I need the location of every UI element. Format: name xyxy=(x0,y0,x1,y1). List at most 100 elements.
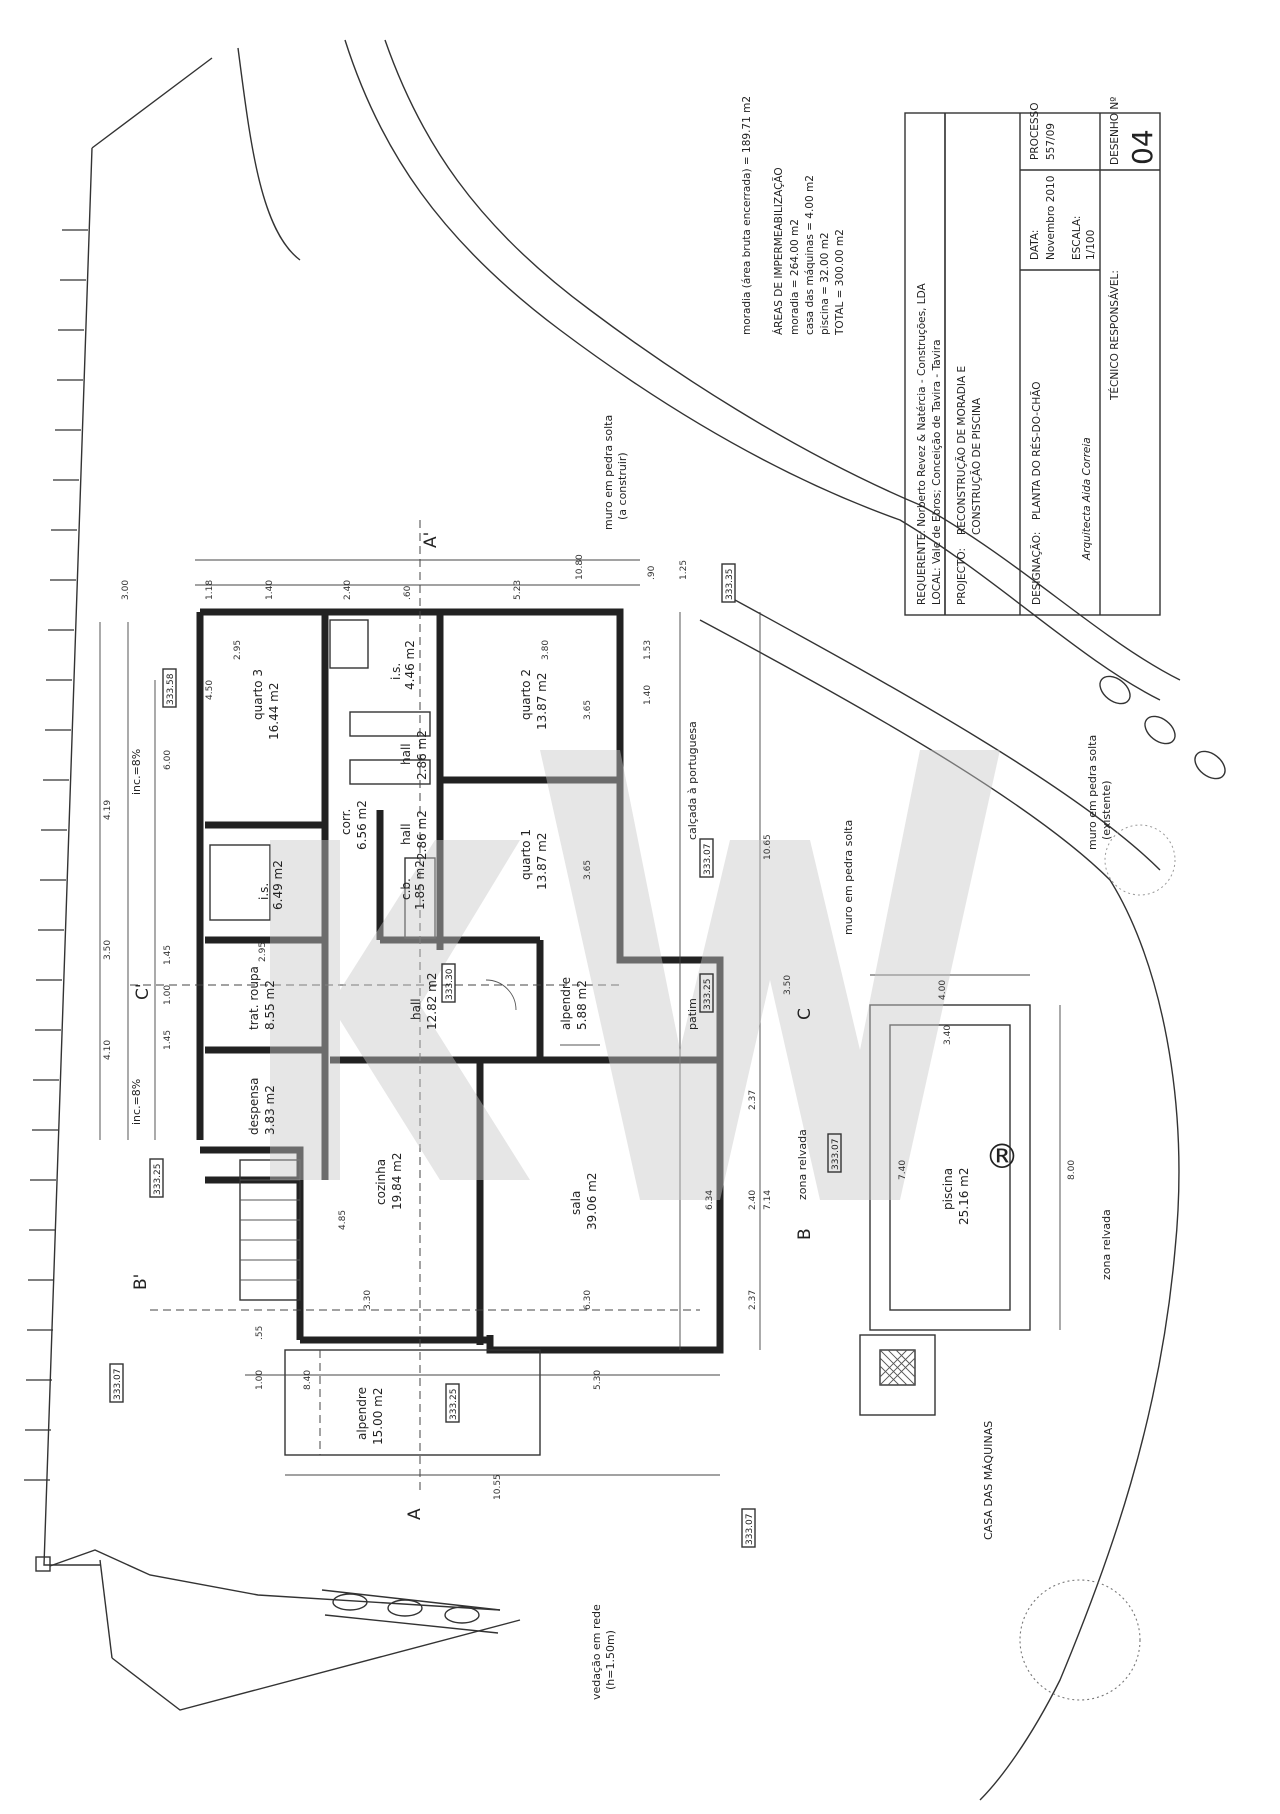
dim-bottom-b: 5.30 xyxy=(593,1370,603,1390)
dim-top-e: 3.00 xyxy=(121,580,131,600)
room-alpendre-side-name: alpendre xyxy=(559,977,573,1030)
level-tag-8: 333.07 xyxy=(113,1369,123,1401)
room-quarto2-name: quarto 2 xyxy=(519,669,533,720)
level-tag-7: 333.25 xyxy=(153,1164,163,1196)
tb-processo-label: PROCESSO xyxy=(1029,103,1041,160)
dim-coz-w: 3.30 xyxy=(363,1290,373,1310)
dim-sala-h: 6.34 xyxy=(705,1190,715,1210)
section-a-prime: A' xyxy=(421,532,441,548)
dim-q1-h: 3.65 xyxy=(583,860,593,880)
room-quarto3-name: quarto 3 xyxy=(251,669,265,720)
section-b-prime: B' xyxy=(131,1274,151,1290)
areas-piscina: piscina = 32.00 m2 xyxy=(819,232,831,335)
dim-right-f: 1.40 xyxy=(643,685,653,705)
room-alpendre-front-name: alpendre xyxy=(355,1387,369,1440)
label-muro-existente-1: muro em pedra solta xyxy=(1086,735,1099,850)
tb-desenho-value: 04 xyxy=(1126,129,1159,165)
dim-right-d: 2.40 xyxy=(748,1190,758,1210)
dim-bottom-total: 10.55 xyxy=(493,1474,503,1500)
dim-left-e: 1.45 xyxy=(163,945,173,965)
dim-bottom-a: 8.40 xyxy=(303,1370,313,1390)
site-text: muro em pedra solta (a construir) muro e… xyxy=(130,415,1113,1700)
site-boundary xyxy=(24,57,521,1711)
room-cozinha-area: 19.84 m2 xyxy=(390,1153,404,1211)
section-c: C xyxy=(795,1008,815,1020)
dim-coz-h: 4.85 xyxy=(338,1210,348,1230)
dim-left-d: 6.00 xyxy=(163,750,173,770)
dim-right-e: 2.37 xyxy=(748,1290,758,1310)
room-piscina-name: piscina xyxy=(941,1168,955,1210)
room-corr-name: corr. xyxy=(339,809,353,835)
trees xyxy=(1019,824,1176,1701)
room-quarto3-area: 16.44 m2 xyxy=(267,683,281,741)
tb-local: LOCAL: Vale de Ebros; Conceição de Tavir… xyxy=(931,339,943,605)
room-hall-main-area: 12.82 m2 xyxy=(425,973,439,1031)
room-despensa-name: despensa xyxy=(247,1078,261,1135)
level-tag-2: 333.58 xyxy=(166,673,176,705)
dim-pool-w: 4.00 xyxy=(938,980,948,1000)
dim-right-g: 1.53 xyxy=(643,640,653,660)
room-cb-name: c.b. xyxy=(399,878,413,900)
label-calcada: calçada à portuguesa xyxy=(686,721,699,840)
room-piscina-area: 25.16 m2 xyxy=(957,1168,971,1226)
section-c-prime: C' xyxy=(133,983,153,1000)
label-muro-construir-1: muro em pedra solta xyxy=(602,415,615,530)
room-sala-name: sala xyxy=(569,1191,583,1215)
dimension-text: 10.80 1.18 1.40 2.40 5.23 3.00 .60 .90 1… xyxy=(103,554,1077,1500)
level-tag-3: 333.07 xyxy=(703,844,713,876)
tb-desenho-label: DESENHO Nº xyxy=(1109,97,1121,165)
dim-pool-in-w: 3.40 xyxy=(943,1025,953,1045)
section-markers: A' A B' B C' C xyxy=(131,532,815,1520)
level-tag-10: 333.07 xyxy=(745,1514,755,1546)
room-hall-main-name: hall xyxy=(409,998,423,1020)
dim-left-a: 4.19 xyxy=(103,800,113,820)
room-despensa-area: 3.83 m2 xyxy=(263,1085,277,1135)
title-block xyxy=(904,112,1161,616)
room-wc-small-area: 4.46 m2 xyxy=(403,640,417,690)
room-trat-roupa-area: 8.55 m2 xyxy=(263,980,277,1030)
level-tag-4: 333.30 xyxy=(445,968,455,1000)
dim-top-d: 5.23 xyxy=(513,580,523,600)
dim-right-c: 2.37 xyxy=(748,1090,758,1110)
label-zona-relvada-1: zona relvada xyxy=(796,1129,809,1200)
dim-left-g: 1.45 xyxy=(163,1030,173,1050)
dim-bottom-c: 1.00 xyxy=(255,1370,265,1390)
title-block-text: REQUERENTE: Norberto Revez & Natércia - … xyxy=(916,97,1159,605)
room-hall-b-area: 2.86 m2 xyxy=(415,810,429,860)
dim-q3-w: 2.95 xyxy=(233,640,243,660)
dim-right-a: 10.65 xyxy=(763,834,773,860)
room-alpendre-front-area: 15.00 m2 xyxy=(371,1388,385,1446)
areas-heading: ÁREAS DE IMPERMEABILIZAÇÃO xyxy=(772,167,785,335)
room-quarto1-name: quarto 1 xyxy=(519,829,533,880)
dim-top-g: .90 xyxy=(647,565,657,580)
dim-left-f: 1.00 xyxy=(163,985,173,1005)
room-wc-big-area: 6.49 m2 xyxy=(271,860,285,910)
room-cozinha-name: cozinha xyxy=(374,1159,388,1205)
areas-total: TOTAL = 300.00 m2 xyxy=(834,229,846,336)
tb-tecnico-label: TÉCNICO RESPONSÁVEL: xyxy=(1108,270,1121,401)
tb-requerente: REQUERENTE: Norberto Revez & Natércia - … xyxy=(916,282,928,605)
stone-wall-bottom xyxy=(321,1589,501,1634)
room-quarto1-area: 13.87 m2 xyxy=(535,833,549,891)
label-muro-construir-2: (a construir) xyxy=(616,452,629,520)
stone-wall-curves xyxy=(237,39,1226,1801)
dim-top-total: 10.80 xyxy=(575,554,585,580)
room-quarto2-area: 13.87 m2 xyxy=(535,673,549,731)
label-zona-relvada-2: zona relvada xyxy=(1100,1209,1113,1280)
level-tag-1: 333.35 xyxy=(725,569,735,601)
label-vedacao-2: (h=1.50m) xyxy=(604,1630,617,1690)
dim-pool-l: 8.00 xyxy=(1067,1160,1077,1180)
dimension-lines xyxy=(99,520,761,1490)
tb-projecto-line2: CONSTRUÇÃO DE PISCINA xyxy=(970,397,983,535)
label-muro-solta: muro em pedra solta xyxy=(842,820,855,935)
room-cb-area: 1.85 m2 xyxy=(413,860,427,910)
tb-signature: Arquitecta Aida Correia xyxy=(1081,437,1093,561)
label-patim: patim xyxy=(686,998,699,1030)
room-wc-small-name: i.s. xyxy=(389,663,403,680)
stairs xyxy=(239,1159,541,1456)
section-a: A xyxy=(405,1508,425,1520)
section-b: B xyxy=(795,1228,815,1240)
level-tag-6: 333.07 xyxy=(831,1139,841,1171)
room-wc-big-name: i.s. xyxy=(257,883,271,900)
